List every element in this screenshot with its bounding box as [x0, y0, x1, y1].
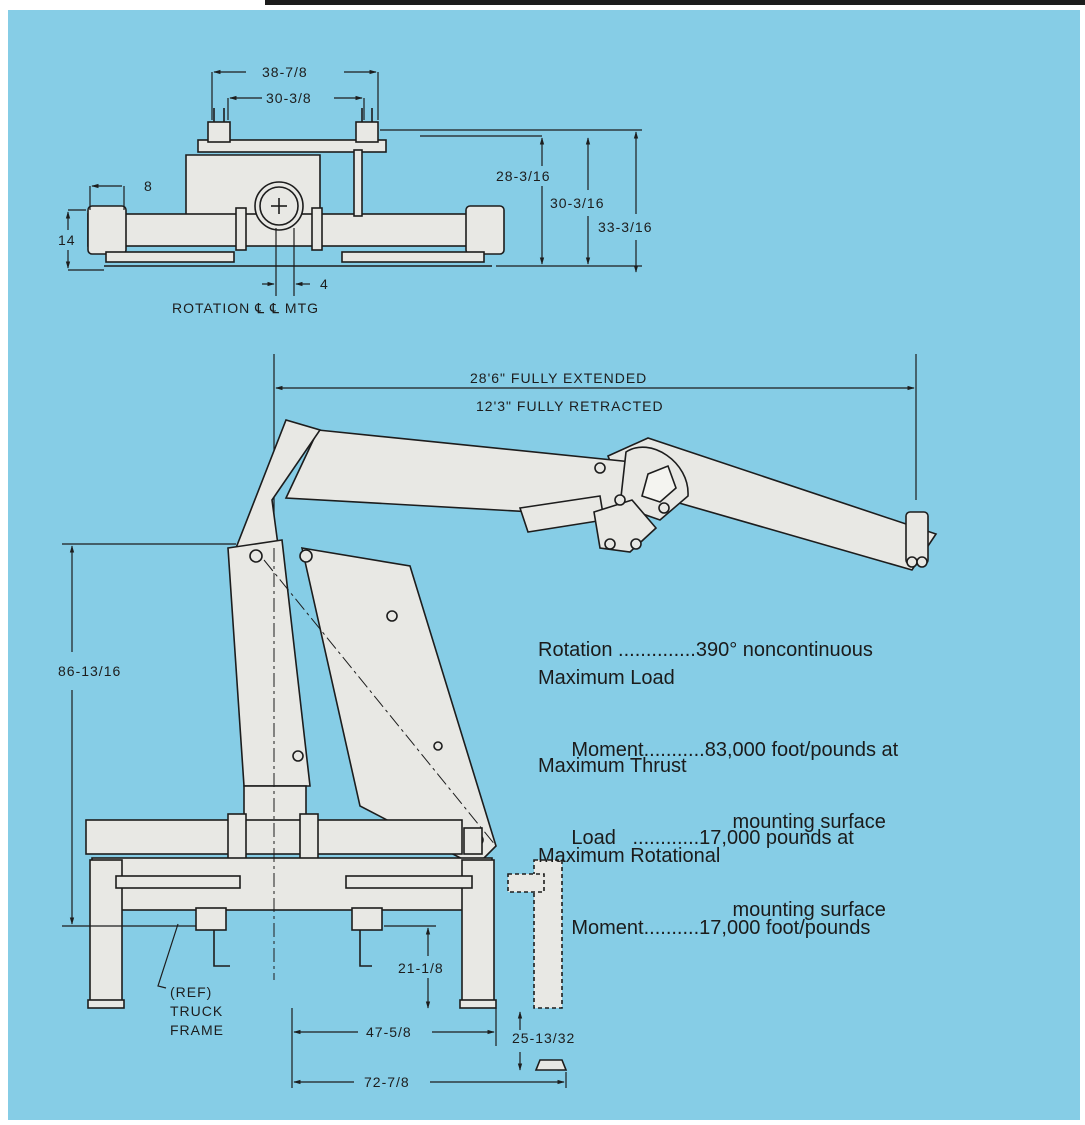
dim-4: 4: [320, 276, 329, 292]
spec-rotational-moment: Maximum Rotational Moment..........17,00…: [538, 796, 870, 988]
dim-25-13-32: 25-13/32: [512, 1030, 575, 1046]
spec-thrust-note: mounting surface: [538, 899, 886, 921]
spec-rotational-value: Moment..........17,000 foot/pounds: [538, 917, 871, 939]
spec-load-moment: Maximum Load Moment...........83,000 foo…: [538, 618, 898, 882]
ref-label-line-1: (REF): [170, 984, 212, 1000]
dim-8: 8: [144, 178, 153, 194]
spec-thrust-title: Maximum Thrust: [538, 755, 687, 777]
spec-thrust-value: Load ............17,000 pounds at: [538, 827, 854, 849]
inner-boom: [300, 547, 497, 867]
spec-rotational-title: Maximum Rotational: [538, 845, 721, 867]
outrigger-leg: [533, 859, 563, 1009]
right-cylinder: [341, 251, 485, 263]
pillar-inner: [259, 186, 299, 226]
dim-14: 14: [58, 232, 76, 248]
dim-30-3-8: 30-3/8: [266, 90, 312, 106]
spec-load-moment-value: Moment...........83,000 foot/pounds at: [538, 739, 899, 761]
left-foot: [87, 999, 125, 1009]
left-frame-cylinder: [115, 875, 241, 889]
top-plate: [197, 139, 387, 153]
dim-fully-extended: 28'6" FULLY EXTENDED: [470, 370, 647, 386]
dim-28-3-16: 28-3/16: [496, 168, 550, 184]
right-bolt-head: [355, 121, 379, 143]
left-end-block: [87, 205, 127, 255]
beam-end-cap: [463, 827, 483, 855]
center-lines: [263, 548, 497, 980]
right-end-block: [465, 205, 505, 255]
right-coupling: [299, 813, 319, 861]
top-view: [87, 108, 505, 267]
outrigger-pad: [534, 1059, 568, 1071]
dim-33-3-16: 33-3/16: [598, 219, 652, 235]
right-bracket: [351, 907, 383, 931]
right-post: [353, 149, 363, 217]
right-frame-cylinder: [345, 875, 473, 889]
spec-rotation-line: Rotation ..............390° noncontinuou…: [538, 639, 873, 661]
dim-fully-retracted: 12'3" FULLY RETRACTED: [476, 398, 664, 414]
spec-thrust-load: Maximum Thrust Load ............17,000 p…: [538, 706, 886, 970]
right-flange: [311, 207, 323, 251]
dim-21-1-8: 21-1/8: [398, 960, 444, 976]
rotation-caption: ROTATION ℄ ℄ MTG: [172, 300, 319, 316]
left-coupling: [227, 813, 247, 861]
spec-load-moment-note: mounting surface: [538, 811, 886, 833]
spec-load-moment-title: Maximum Load: [538, 667, 675, 689]
dim-47-5-8: 47-5/8: [366, 1024, 412, 1040]
outrigger-coupler: [507, 873, 545, 893]
dim-38-7-8: 38-7/8: [262, 64, 308, 80]
left-cylinder: [105, 251, 235, 263]
main-boom: [284, 429, 670, 517]
dim-86-13-16: 86-13/16: [58, 663, 121, 679]
dim-72-7-8: 72-7/8: [364, 1074, 410, 1090]
left-flange: [235, 207, 247, 251]
boom-tip: [905, 511, 929, 565]
mast: [227, 539, 311, 787]
top-border-line: [265, 0, 1085, 5]
spec-rotation: Rotation ..............390° noncontinuou…: [538, 590, 873, 710]
ref-label-line-3: FRAME: [170, 1022, 224, 1038]
crane-side: [85, 419, 938, 1071]
side-view-dimensions: [62, 543, 567, 1088]
top-view-dimensions: [65, 69, 642, 296]
pillar-cap: [243, 785, 307, 825]
dim-30-3-16: 30-3/16: [550, 195, 604, 211]
left-bolt-head: [207, 121, 231, 143]
left-bracket: [195, 907, 227, 931]
knuckle-window: [641, 464, 677, 503]
right-foot: [459, 999, 497, 1009]
ref-label-line-2: TRUCK: [170, 1003, 223, 1019]
